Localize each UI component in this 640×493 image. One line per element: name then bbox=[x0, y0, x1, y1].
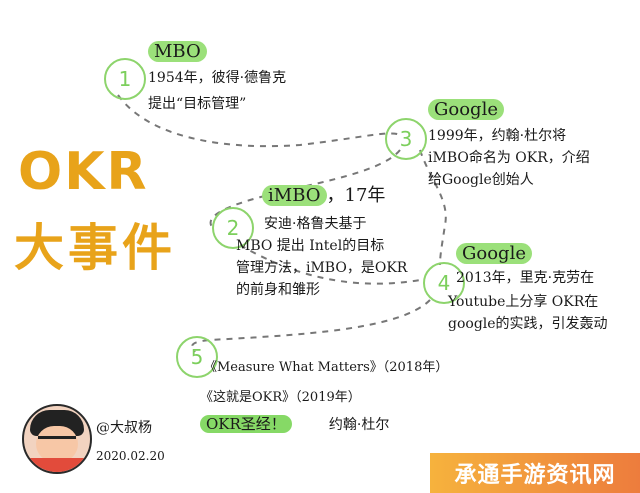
event-2: iMBO，17年 bbox=[262, 185, 386, 206]
event-5-book-2: 《这就是OKR》（2019年） bbox=[200, 390, 361, 405]
event-2-line-2: MBO 提出 Intel的目标 bbox=[236, 238, 385, 254]
signature-name: @大叔杨 bbox=[96, 420, 152, 436]
event-3-number: 3 bbox=[385, 118, 427, 160]
event-2-tag-suffix: ，17年 bbox=[326, 185, 386, 206]
event-4-line-1: 2013年，里克·克劳在 bbox=[456, 270, 595, 286]
event-5-author: 约翰·杜尔 bbox=[328, 417, 390, 433]
event-3-line-1: 1999年，约翰·杜尔将 bbox=[428, 128, 567, 144]
event-4-tag: Google bbox=[456, 243, 532, 264]
event-2-number: 2 bbox=[212, 207, 254, 249]
event-2-line-3: 管理方法，iMBO，是OKR bbox=[236, 260, 408, 276]
event-5-number: 5 bbox=[176, 336, 218, 378]
event-3-tag: Google bbox=[428, 99, 504, 120]
event-1-line-1: 1954年，彼得·德鲁克 bbox=[148, 70, 287, 86]
event-5: 《Measure What Matters》（2018年） bbox=[204, 358, 448, 378]
event-1-number: 1 bbox=[104, 58, 146, 100]
event-1: MBO 1954年，彼得·德鲁克 提出“目标管理” bbox=[148, 41, 287, 114]
event-3-line-3: 给Google创始人 bbox=[428, 172, 534, 188]
site-watermark: 承通手游资讯网 bbox=[430, 453, 640, 493]
event-2-line-4: 的前身和雏形 bbox=[236, 282, 320, 298]
event-5-book-2-row: 《这就是OKR》（2019年） bbox=[200, 388, 361, 408]
event-1-line-2: 提出“目标管理” bbox=[148, 96, 247, 112]
event-4-body: Youtube上分享 OKR在 google的实践，引发轰动 bbox=[448, 292, 608, 334]
author-avatar bbox=[22, 404, 92, 474]
event-2-tag: iMBO bbox=[262, 185, 327, 206]
event-4-line-2: Youtube上分享 OKR在 bbox=[448, 294, 599, 310]
event-4: Google 2013年，里克·克劳在 bbox=[456, 243, 595, 288]
event-3-line-2: iMBO命名为 OKR，介绍 bbox=[428, 150, 590, 166]
event-5-highlight-row: OKR圣经！ 约翰·杜尔 bbox=[200, 414, 389, 435]
title-okr: OKR bbox=[18, 142, 149, 202]
event-4-line-3: google的实践，引发轰动 bbox=[448, 316, 608, 332]
event-5-book-1: 《Measure What Matters》（2018年） bbox=[204, 360, 449, 375]
event-2-line-1: 安迪·格鲁夫基于 bbox=[264, 216, 367, 232]
title-major-events: 大事件 bbox=[14, 219, 176, 277]
event-2-body: 安迪·格鲁夫基于 MBO 提出 Intel的目标 管理方法，iMBO，是OKR … bbox=[236, 214, 407, 300]
event-5-highlight: OKR圣经！ bbox=[200, 415, 292, 433]
event-4-number: 4 bbox=[423, 262, 465, 304]
signature-date: 2020.02.20 bbox=[96, 449, 165, 463]
event-3: Google 1999年，约翰·杜尔将 iMBO命名为 OKR，介绍 给Goog… bbox=[428, 99, 590, 190]
event-1-tag: MBO bbox=[148, 41, 207, 62]
